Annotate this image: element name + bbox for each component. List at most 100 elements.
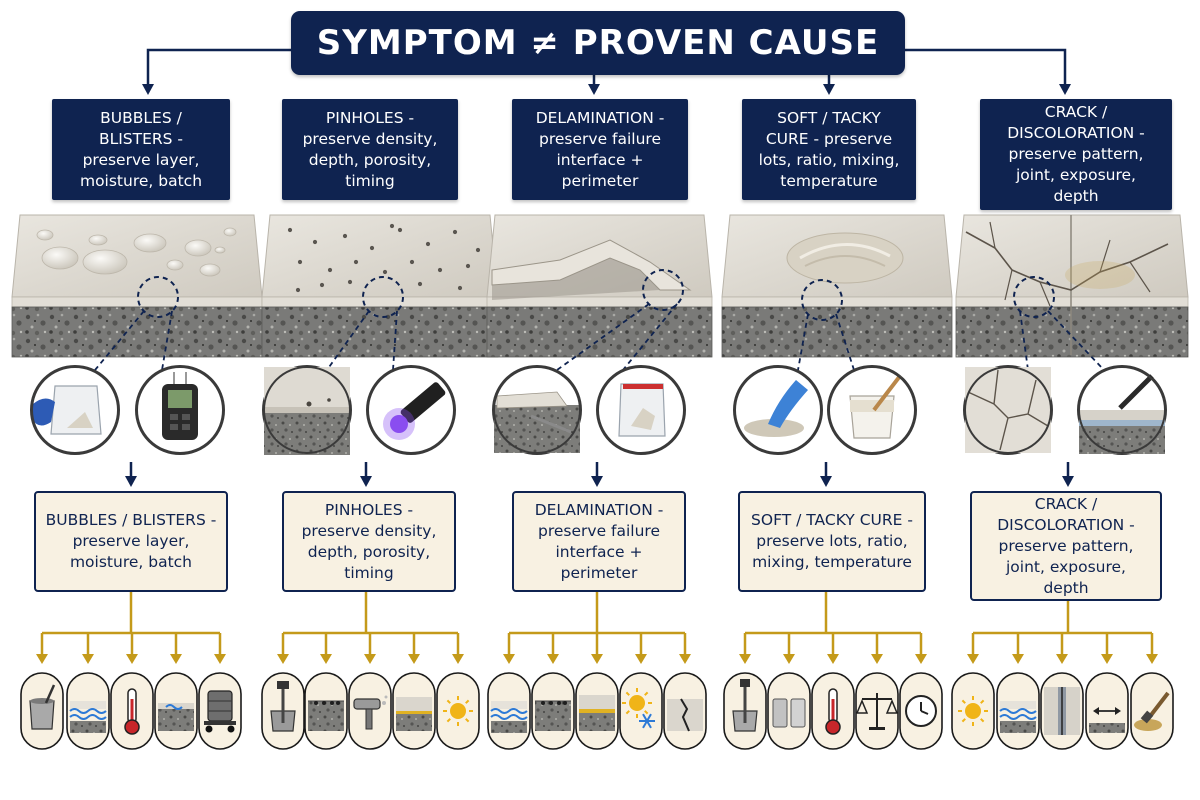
symptom-line: DISCOLORATION - <box>1007 124 1145 142</box>
preservation-line: preserve lots, ratio, <box>756 532 908 550</box>
title-banner: SYMPTOM ≠ PROVEN CAUSE <box>291 11 905 75</box>
crack-pattern-icon <box>963 365 1053 455</box>
preservation-line: depth <box>1043 578 1089 597</box>
depth-gauge-pen-icon <box>1077 365 1167 455</box>
sample-cup-stick-icon <box>827 365 917 455</box>
water-waves-icon <box>487 672 531 750</box>
symptom-line: SOFT / TACKY <box>777 108 881 127</box>
sun-snowflake-icon <box>619 672 663 750</box>
arrow-down-icon <box>142 84 154 95</box>
thermometer-icon <box>110 672 154 750</box>
arrow-down-icon <box>739 654 751 664</box>
arrow-down-icon <box>820 476 832 487</box>
symptom-line: perimeter <box>561 171 639 190</box>
arrow-down-icon <box>679 654 691 664</box>
symptom-line: timing <box>345 171 395 190</box>
water-waves-icon <box>66 672 110 750</box>
arrow-down-icon <box>360 476 372 487</box>
thermometer-icon <box>811 672 855 750</box>
tool-inner <box>965 367 1051 453</box>
symptom-box: BUBBLES /BLISTERS -preserve layer,moistu… <box>52 99 230 200</box>
symptom-line: BUBBLES / <box>100 108 182 127</box>
arrow-down-icon <box>1101 654 1113 664</box>
magnifier-callout <box>797 279 855 371</box>
uv-flashlight-icon <box>366 365 456 455</box>
lifted-coating-probe-icon <box>492 365 582 455</box>
tool-inner <box>744 380 808 437</box>
arrow-down-icon <box>547 654 559 664</box>
preservation-line: preserve density, <box>301 521 437 540</box>
preservation-box: PINHOLES -preserve density,depth, porosi… <box>282 491 456 592</box>
factor-connector <box>277 592 464 664</box>
bond-line-icon <box>575 672 619 750</box>
preservation-line: moisture, batch <box>69 553 193 571</box>
arrow-down-icon <box>1059 84 1071 95</box>
symptom-line: depth <box>1053 187 1099 205</box>
arrow-down-icon <box>277 654 289 664</box>
symptom-line: preserve failure <box>539 129 661 148</box>
symptom-line: joint, exposure, <box>1015 166 1136 184</box>
substrate-crack-icon <box>663 672 707 750</box>
arrow-down-icon <box>967 654 979 664</box>
evidence-tools <box>30 365 1167 455</box>
cause-factors <box>20 672 1174 750</box>
mixing-bucket-icon <box>20 672 64 750</box>
preservation-line: PINHOLES - <box>324 500 414 519</box>
factor-connector <box>503 592 691 664</box>
arrow-down-icon <box>214 654 226 664</box>
preservation-line: CRACK / <box>1034 494 1098 513</box>
preservation-line: timing <box>344 563 394 582</box>
arrow-down-icon <box>591 476 603 487</box>
factor-connector <box>739 592 927 664</box>
preservation-line: mixing, temperature <box>752 553 912 571</box>
sun-icon <box>951 672 995 750</box>
symptom-line: depth, porosity, <box>308 150 432 169</box>
arrow-down-icon <box>1062 476 1074 487</box>
water-substrate-icon <box>996 672 1040 750</box>
arrow-down-icon <box>82 654 94 664</box>
arrow-down-icon <box>452 654 464 664</box>
porous-substrate-icon <box>531 672 575 750</box>
arrow-down-icon <box>126 654 138 664</box>
arrow-down-icon <box>1146 654 1158 664</box>
connector-lines <box>36 48 1158 664</box>
magnifier-callout <box>556 269 684 371</box>
sample-bag-chip-icon <box>596 365 686 455</box>
gloved-finger-tacky-icon <box>733 365 823 455</box>
magnifier-callout <box>326 276 404 371</box>
preservation-box: SOFT / TACKY CURE -preserve lots, ratio,… <box>738 491 926 592</box>
tool-inner <box>849 374 902 439</box>
spray-gun-icon <box>348 672 392 750</box>
preservation-box: BUBBLES / BLISTERS -preserve layer,moist… <box>34 491 228 592</box>
preservation-line: preserve pattern, <box>998 536 1134 555</box>
magnifier-callout <box>94 276 179 371</box>
factor-connector <box>967 601 1158 664</box>
preservation-line: DISCOLORATION - <box>997 515 1135 534</box>
arrow-down-icon <box>364 654 376 664</box>
brush-stain-icon <box>1130 672 1174 750</box>
preservation-line: interface + <box>555 542 643 561</box>
substrate-layer-icon <box>154 672 198 750</box>
preservation-line: BUBBLES / BLISTERS - <box>45 511 217 529</box>
arrow-down-icon <box>823 84 835 95</box>
preservation-line: perimeter <box>560 563 638 582</box>
symptom-line: CURE - preserve <box>765 129 893 148</box>
mixer-drill-icon <box>261 672 305 750</box>
concrete-slab <box>11 214 263 358</box>
tool-inner <box>264 367 350 455</box>
symptom-line: PINHOLES - <box>325 108 415 127</box>
arrow-down-icon <box>170 654 182 664</box>
preservation-box: CRACK /DISCOLORATION -preserve pattern,j… <box>970 491 1162 601</box>
preservation-line: preserve failure <box>538 521 660 540</box>
arrow-down-icon <box>871 654 883 664</box>
arrow-down-icon <box>635 654 647 664</box>
balance-scale-icon <box>855 672 899 750</box>
tool-inner <box>162 372 198 440</box>
page-title: SYMPTOM ≠ PROVEN CAUSE <box>316 23 880 63</box>
porous-substrate-icon <box>304 672 348 750</box>
tool-inner <box>1079 374 1165 454</box>
symptom-line: preserve layer, <box>82 150 200 169</box>
